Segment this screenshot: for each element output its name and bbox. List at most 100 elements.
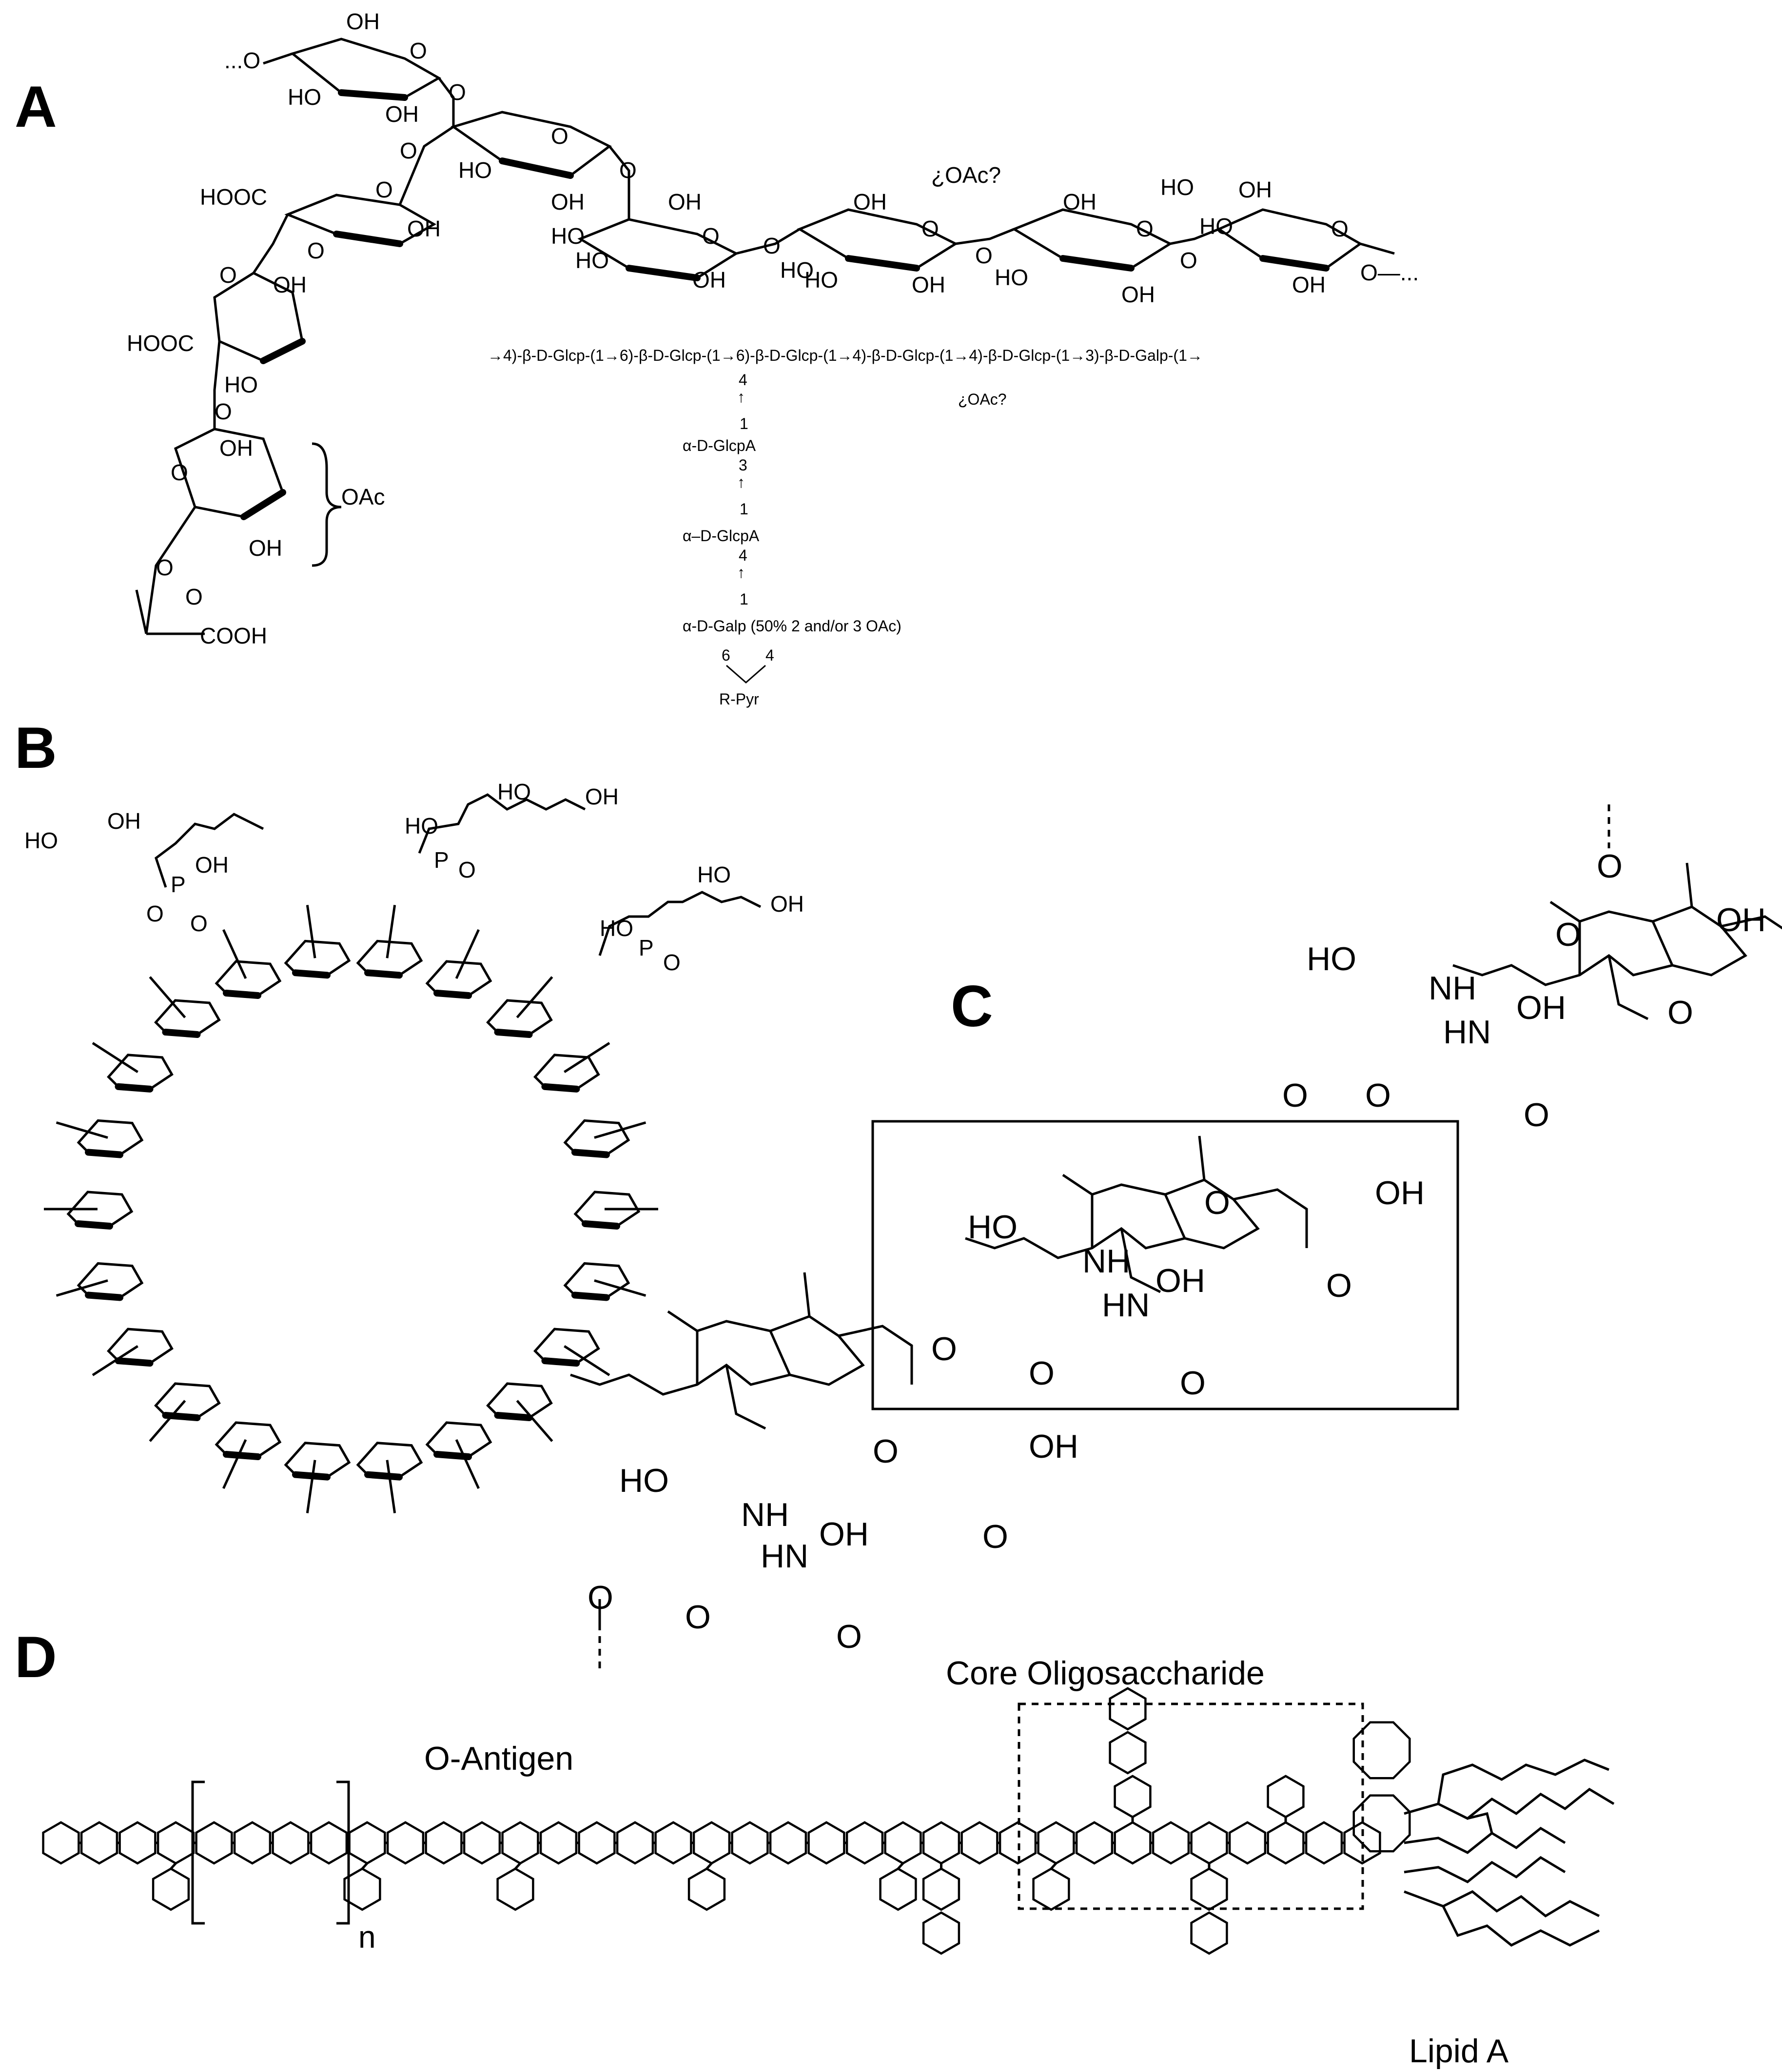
svg-text:NH: NH [1082, 1243, 1130, 1280]
hydroxyl-bond [56, 1279, 108, 1297]
svg-text:O: O [1204, 1184, 1230, 1221]
ring-edge [292, 1471, 331, 1481]
sugar-residue [463, 1821, 501, 1865]
svg-text:OH: OH [1292, 272, 1326, 297]
repeat-subscript: n [358, 1919, 376, 1955]
ring-edge [541, 1083, 580, 1093]
branch-residue [1190, 1867, 1228, 1911]
ring-edge [115, 1083, 154, 1093]
hydroxyl-bond [222, 929, 247, 979]
svg-text:HO: HO [697, 862, 731, 887]
svg-text:OH: OH [407, 216, 441, 241]
svg-text:OH: OH [1121, 282, 1155, 307]
svg-text:OH: OH [692, 267, 726, 293]
sugar-residue [425, 1821, 463, 1865]
svg-text:HO: HO [600, 916, 633, 941]
panel-label-d: D [15, 1624, 57, 1690]
svg-text:α–D-GlcpA: α–D-GlcpA [683, 527, 760, 545]
ring-edge [222, 989, 261, 999]
hydroxyl-bond [516, 1400, 553, 1442]
svg-text:HN: HN [761, 1538, 808, 1575]
sugar-residue [348, 1821, 386, 1865]
sugar-residue [233, 1821, 272, 1865]
svg-text:O: O [551, 123, 568, 149]
svg-text:OH: OH [551, 189, 585, 215]
branch-residue [1032, 1867, 1070, 1911]
svg-text:O: O [619, 157, 637, 183]
ring-edge [582, 1220, 620, 1230]
sugar-residue [1267, 1821, 1305, 1865]
hydroxyl-bond [594, 1279, 646, 1297]
svg-text:COOH: COOH [200, 623, 267, 648]
sugar-residue [884, 1821, 922, 1865]
sugar-residue [1190, 1821, 1228, 1865]
panel-b-cyclic-glucan: HO OH OH P O O HO P O HO OH HO OH HO P O [24, 779, 804, 1513]
svg-text:OH: OH [219, 435, 253, 461]
ring-edge [364, 969, 403, 979]
svg-text:OH: OH [195, 852, 229, 878]
branch-residue [687, 1867, 726, 1911]
hydroxyl-bond [222, 1439, 247, 1489]
svg-text:HO: HO [804, 267, 838, 293]
sugar-residue [1305, 1821, 1343, 1865]
svg-text:P: P [639, 935, 654, 960]
svg-text:O: O [146, 901, 164, 926]
svg-text:P: P [171, 872, 186, 897]
panel-label-a: A [15, 74, 57, 139]
svg-text:O: O [1180, 1365, 1206, 1402]
branch-bond [514, 1862, 521, 1870]
oac-brace [312, 442, 342, 567]
svg-text:NH: NH [741, 1496, 789, 1533]
sugar-residue [999, 1821, 1037, 1865]
svg-text:O: O [587, 1579, 613, 1616]
panel-label-b: B [15, 715, 57, 781]
hydroxyl-bond [149, 1400, 186, 1442]
svg-text:OH: OH [1375, 1174, 1425, 1212]
svg-text:O: O [190, 911, 208, 936]
ring-edge [115, 1357, 154, 1367]
branch-residue [922, 1867, 960, 1911]
sugar-residue [272, 1821, 310, 1865]
panel-a-atom-labels: ...O OH HO OH O O O O HO OH O HOOC O OH … [127, 9, 1419, 648]
svg-text:O: O [836, 1618, 862, 1655]
svg-text:HO: HO [1160, 175, 1194, 200]
svg-text:OH: OH [1029, 1428, 1078, 1465]
svg-text:O: O [307, 238, 325, 263]
svg-text:4: 4 [739, 371, 747, 389]
svg-text:α-D-Galp (50% 2 and/or 3 OAc): α-D-Galp (50% 2 and/or 3 OAc) [683, 617, 901, 635]
svg-text:OH: OH [668, 189, 702, 215]
sugar-residue [118, 1821, 157, 1865]
sugar-residue [922, 1821, 960, 1865]
backbone-oac-note: ¿OAc? [958, 391, 1007, 408]
branch-residue [1114, 1775, 1152, 1818]
hydroxyl-bond [455, 1439, 480, 1489]
svg-text:HO: HO [288, 84, 321, 110]
svg-text:HO: HO [224, 372, 258, 397]
svg-text:O: O [873, 1433, 899, 1470]
svg-text:OH: OH [1516, 989, 1566, 1026]
svg-text:O: O [685, 1599, 711, 1636]
svg-text:O: O [1365, 1077, 1391, 1114]
sugar-residue [731, 1821, 769, 1865]
svg-text:OH: OH [1063, 189, 1097, 215]
svg-text:1: 1 [740, 415, 748, 432]
svg-text:α-D-GlcpA: α-D-GlcpA [683, 437, 756, 454]
svg-text:O: O [1597, 848, 1623, 885]
svg-text:↑: ↑ [737, 388, 745, 406]
svg-text:HO: HO [1307, 940, 1356, 977]
ring-edge [75, 1220, 113, 1230]
svg-text:O: O [1282, 1077, 1308, 1114]
svg-text:...O: ...O [224, 48, 260, 73]
svg-text:NH: NH [1429, 970, 1476, 1007]
branch-residue [496, 1867, 534, 1911]
svg-text:P: P [434, 847, 449, 873]
branch-bond [361, 1862, 368, 1870]
svg-text:O: O [921, 216, 939, 241]
svg-text:O: O [663, 950, 681, 975]
svg-text:OH: OH [273, 272, 307, 297]
svg-text:HO: HO [968, 1209, 1018, 1246]
panel-c-unit-middle [965, 1135, 1308, 1293]
kdo-residue [1352, 1721, 1411, 1779]
sugar-residue [42, 1821, 80, 1865]
svg-text:HOOC: HOOC [200, 184, 267, 210]
